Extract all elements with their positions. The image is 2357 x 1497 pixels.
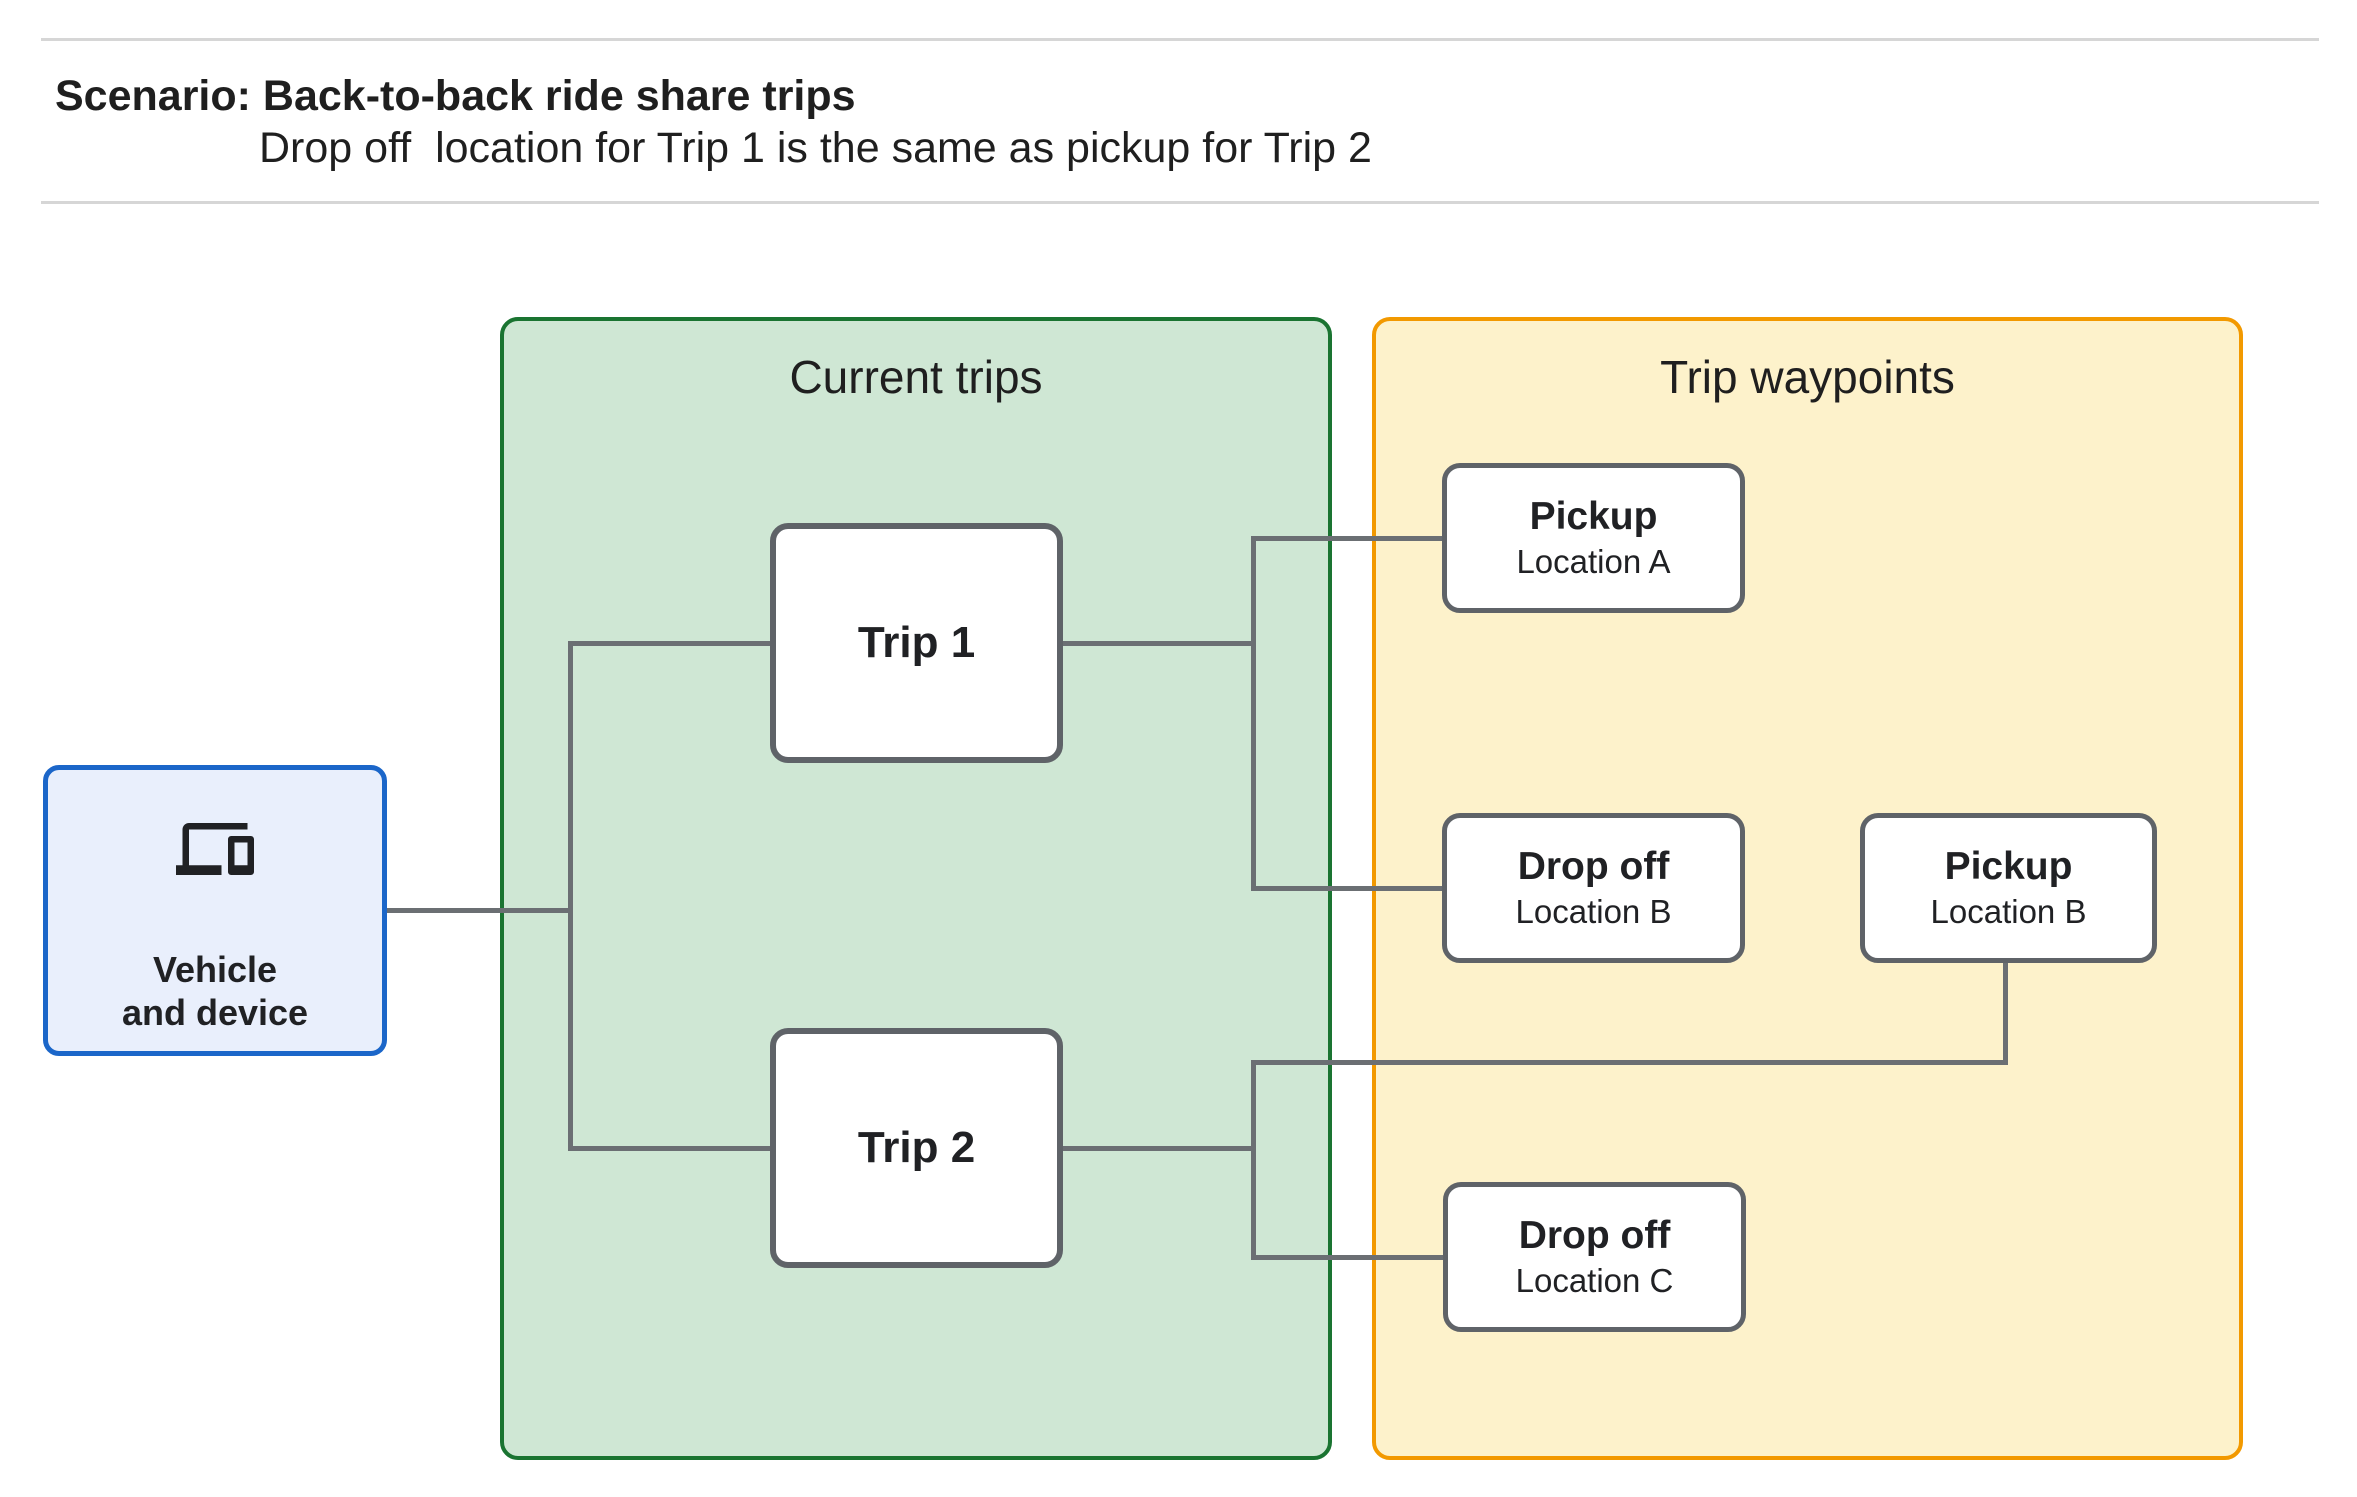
dropoff-c-location: Location C <box>1515 1262 1674 1299</box>
trip-2-label: Trip 2 <box>857 1123 976 1172</box>
devices-icon <box>176 823 254 875</box>
trip-waypoints-label: Trip waypoints <box>1660 351 1955 403</box>
current-trips-label: Current trips <box>789 351 1043 403</box>
connector-junction-left-vertical <box>568 641 573 1151</box>
pickup-a-location: Location A <box>1516 543 1671 580</box>
page-title: Scenario: Back-to-back ride share trips <box>55 72 856 120</box>
pickup-b-title: Pickup <box>1944 845 2073 888</box>
dropoff-b-title: Drop off <box>1517 845 1670 888</box>
header: Scenario: Back-to-back ride share trips … <box>55 70 1372 174</box>
trip-2-node: Trip 2 <box>770 1028 1063 1268</box>
vehicle-label-line1: Vehicle <box>152 949 278 990</box>
dropoff-c-title: Drop off <box>1518 1214 1671 1257</box>
pickup-b-location: Location B <box>1930 893 2087 930</box>
connector-trip1-to-junction <box>1063 641 1256 646</box>
dropoff-location-b-node: Drop off Location B <box>1442 813 1745 963</box>
trip-1-node: Trip 1 <box>770 523 1063 763</box>
connector-trip2-junction-vertical <box>1251 1060 1256 1260</box>
connector-trip1-junction-vertical <box>1251 536 1256 891</box>
connector-to-trip2 <box>568 1146 770 1151</box>
connector-pickup-b-horizontal <box>1251 1060 2008 1065</box>
vehicle-label-line2: and device <box>121 992 309 1033</box>
connector-to-dropoff-c <box>1251 1255 1443 1260</box>
header-divider <box>41 201 2319 204</box>
connector-to-dropoff-b <box>1251 886 1442 891</box>
pickup-location-a-node: Pickup Location A <box>1442 463 1745 613</box>
connector-to-trip1 <box>568 641 770 646</box>
vehicle-device-label: Vehicle and device <box>122 948 308 1034</box>
pickup-a-title: Pickup <box>1529 495 1658 538</box>
top-divider <box>41 38 2319 41</box>
connector-vehicle-to-junction <box>387 908 573 913</box>
dropoff-location-c-node: Drop off Location C <box>1443 1182 1746 1332</box>
current-trips-group: Current trips <box>500 317 1332 1460</box>
connector-pickup-b-vertical <box>2003 960 2008 1065</box>
trip-1-label: Trip 1 <box>857 618 976 667</box>
connector-trip2-to-junction <box>1063 1146 1256 1151</box>
dropoff-b-location: Location B <box>1515 893 1672 930</box>
page-subtitle: Drop off location for Trip 1 is the same… <box>259 124 1372 172</box>
vehicle-device-node: Vehicle and device <box>43 765 387 1056</box>
connector-to-pickup-a <box>1251 536 1442 541</box>
pickup-location-b-node: Pickup Location B <box>1860 813 2157 963</box>
